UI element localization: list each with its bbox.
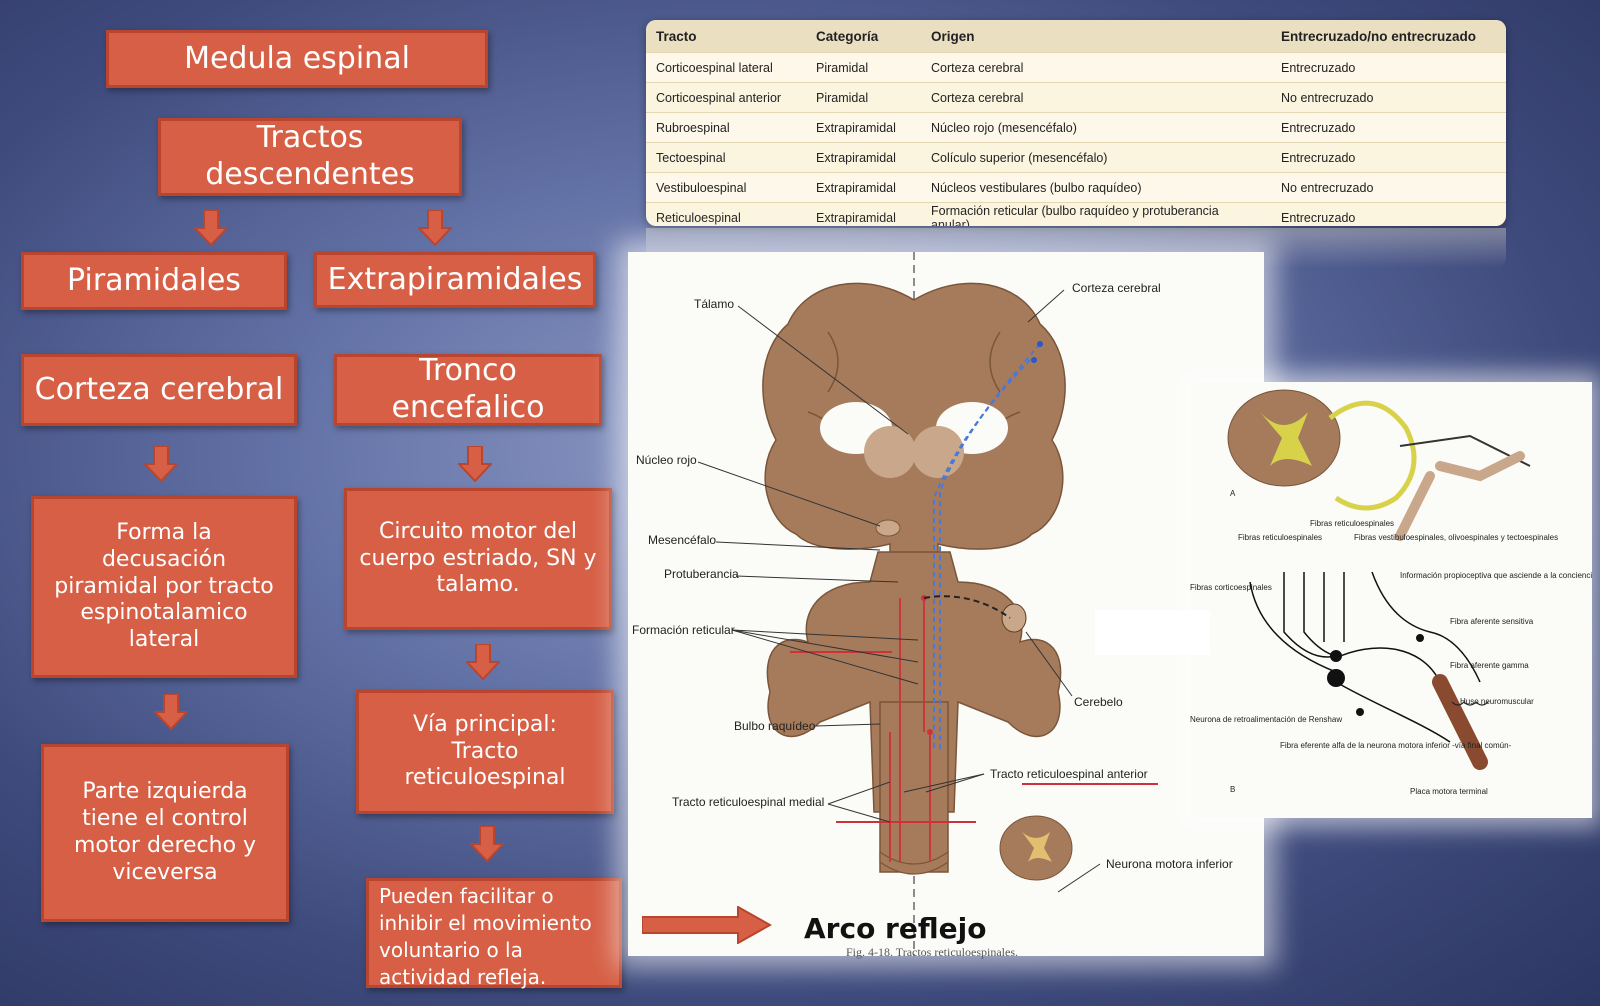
table-cell: Corteza cerebral bbox=[921, 82, 1271, 113]
box-tractos-descendentes: Tractos descendentes bbox=[158, 118, 462, 196]
table-cell: Tectoespinal bbox=[646, 142, 806, 173]
table-cell: Colículo superior (mesencéfalo) bbox=[921, 142, 1271, 173]
table-cell: No entrecruzado bbox=[1271, 172, 1506, 203]
table-header: Tracto bbox=[646, 20, 806, 53]
label-corteza-cerebral: Corteza cerebral bbox=[1072, 281, 1161, 295]
tracts-table: Tracto Categoría Origen Entrecruzado/no … bbox=[646, 20, 1506, 226]
arrow-down-icon bbox=[470, 826, 504, 862]
arrow-down-icon bbox=[418, 210, 452, 246]
table-cell: Extrapiramidal bbox=[806, 172, 921, 203]
table-header: Entrecruzado/no entrecruzado bbox=[1271, 20, 1506, 53]
table-row: Reticuloespinal Extrapiramidal Formación… bbox=[646, 202, 1506, 226]
arrow-down-icon bbox=[194, 210, 228, 246]
box-parte-izquierda: Parte izquierda tiene el control motor d… bbox=[41, 744, 289, 922]
label-fibras-vestibuloespinales: Fibras vestibuloespinales, olivoespinale… bbox=[1354, 533, 1558, 542]
arrow-down-icon bbox=[144, 446, 178, 482]
label-fibras-reticuloespinales-top: Fibras reticuloespinales bbox=[1310, 519, 1394, 528]
table-cell: Entrecruzado bbox=[1271, 52, 1506, 83]
label-tracto-anterior: Tracto reticuloespinal anterior bbox=[990, 767, 1148, 781]
label-fibras-reticuloespinales: Fibras reticuloespinales bbox=[1238, 533, 1322, 542]
table-header: Categoría bbox=[806, 20, 921, 53]
white-patch bbox=[1095, 610, 1210, 655]
table-cell: Corticoespinal anterior bbox=[646, 82, 806, 113]
table-cell: Extrapiramidal bbox=[806, 142, 921, 173]
label-bulbo-raquideo: Bulbo raquídeo bbox=[734, 719, 816, 733]
label-huso-neuromuscular: Huso neuromuscular bbox=[1460, 697, 1534, 706]
label-tracto-medial: Tracto reticuloespinal medial bbox=[672, 795, 824, 809]
box-decusacion: Forma la decusación piramidal por tracto… bbox=[31, 496, 297, 678]
table-cell: Corteza cerebral bbox=[921, 52, 1271, 83]
table-cell: Piramidal bbox=[806, 82, 921, 113]
arrow-down-icon bbox=[154, 694, 188, 730]
arrow-down-icon bbox=[458, 446, 492, 482]
arrow-down-icon bbox=[466, 644, 500, 680]
figure-caption: Fig. 4-18. Tractos reticuloespinales. bbox=[846, 945, 1018, 959]
box-circuito-motor: Circuito motor del cuerpo estriado, SN y… bbox=[344, 488, 612, 630]
table-cell: Núcleo rojo (mesencéfalo) bbox=[921, 112, 1271, 143]
table-row: Vestibuloespinal Extrapiramidal Núcleos … bbox=[646, 172, 1506, 203]
table-cell: Extrapiramidal bbox=[806, 112, 921, 143]
table-cell: Piramidal bbox=[806, 52, 921, 83]
label-a: A bbox=[1230, 489, 1236, 498]
table-header-row: Tracto Categoría Origen Entrecruzado/no … bbox=[646, 20, 1506, 53]
label-nucleo-rojo: Núcleo rojo bbox=[636, 453, 697, 467]
arrow-right-icon bbox=[641, 905, 773, 945]
box-extrapiramidales: Extrapiramidales bbox=[314, 252, 596, 308]
label-fibra-aferente-sensitiva: Fibra aferente sensitiva bbox=[1450, 617, 1534, 626]
table-cell: Reticuloespinal bbox=[646, 202, 806, 226]
label-formacion-reticular: Formación reticular bbox=[632, 623, 735, 637]
table-row: Tectoespinal Extrapiramidal Colículo sup… bbox=[646, 142, 1506, 173]
label-b: B bbox=[1230, 785, 1235, 794]
table-row: Corticoespinal lateral Piramidal Corteza… bbox=[646, 52, 1506, 83]
box-via-principal: Vía principal: Tracto reticuloespinal bbox=[356, 690, 614, 814]
table-cell: Entrecruzado bbox=[1271, 142, 1506, 173]
table-cell: Rubroespinal bbox=[646, 112, 806, 143]
box-medula-espinal: Medula espinal bbox=[106, 30, 488, 88]
box-pueden-facilitar: Pueden facilitar o inhibir el movimiento… bbox=[366, 878, 622, 989]
label-fibra-aferente-gamma: Fibra aferente gamma bbox=[1450, 661, 1529, 670]
label-informacion-propioceptiva: Información propioceptiva que asciende a… bbox=[1400, 571, 1592, 580]
label-protuberancia: Protuberancia bbox=[664, 567, 739, 581]
table-row: Corticoespinal anterior Piramidal Cortez… bbox=[646, 82, 1506, 113]
label-cerebelo: Cerebelo bbox=[1074, 695, 1123, 709]
label-talamo: Tálamo bbox=[694, 297, 734, 311]
table-cell: Núcleos vestibulares (bulbo raquídeo) bbox=[921, 172, 1271, 203]
table-cell: Entrecruzado bbox=[1271, 202, 1506, 226]
table-row: Rubroespinal Extrapiramidal Núcleo rojo … bbox=[646, 112, 1506, 143]
figure-reticulospinal-tracts: Tálamo Corteza cerebral Núcleo rojo Mese… bbox=[628, 252, 1264, 956]
box-tronco-encefalico: Tronco encefalico bbox=[334, 353, 602, 426]
table-cell: Entrecruzado bbox=[1271, 112, 1506, 143]
box-piramidales: Piramidales bbox=[21, 252, 287, 310]
label-neurona-renshaw: Neurona de retroalimentación de Renshaw bbox=[1190, 715, 1342, 724]
table-cell: No entrecruzado bbox=[1271, 82, 1506, 113]
box-corteza-cerebral: Corteza cerebral bbox=[21, 354, 297, 426]
label-fibra-eferente: Fibra eferente alfa de la neurona motora… bbox=[1280, 741, 1512, 750]
table-header: Origen bbox=[921, 20, 1271, 53]
table-cell: Corticoespinal lateral bbox=[646, 52, 806, 83]
arco-reflejo-label: Arco reflejo bbox=[804, 912, 987, 945]
label-neurona-motora: Neurona motora inferior bbox=[1106, 857, 1233, 871]
label-placa-motora: Placa motora terminal bbox=[1410, 787, 1488, 796]
label-mesencefalo: Mesencéfalo bbox=[648, 533, 716, 547]
table-cell: Vestibuloespinal bbox=[646, 172, 806, 203]
table-cell: Extrapiramidal bbox=[806, 202, 921, 226]
table-cell: Formación reticular (bulbo raquídeo y pr… bbox=[921, 202, 1271, 226]
figure-reflex-arc: A B Fibras reticuloespinales Fibras reti… bbox=[1190, 382, 1600, 818]
label-fibras-corticoespinales: Fibras corticoespinales bbox=[1190, 583, 1272, 592]
